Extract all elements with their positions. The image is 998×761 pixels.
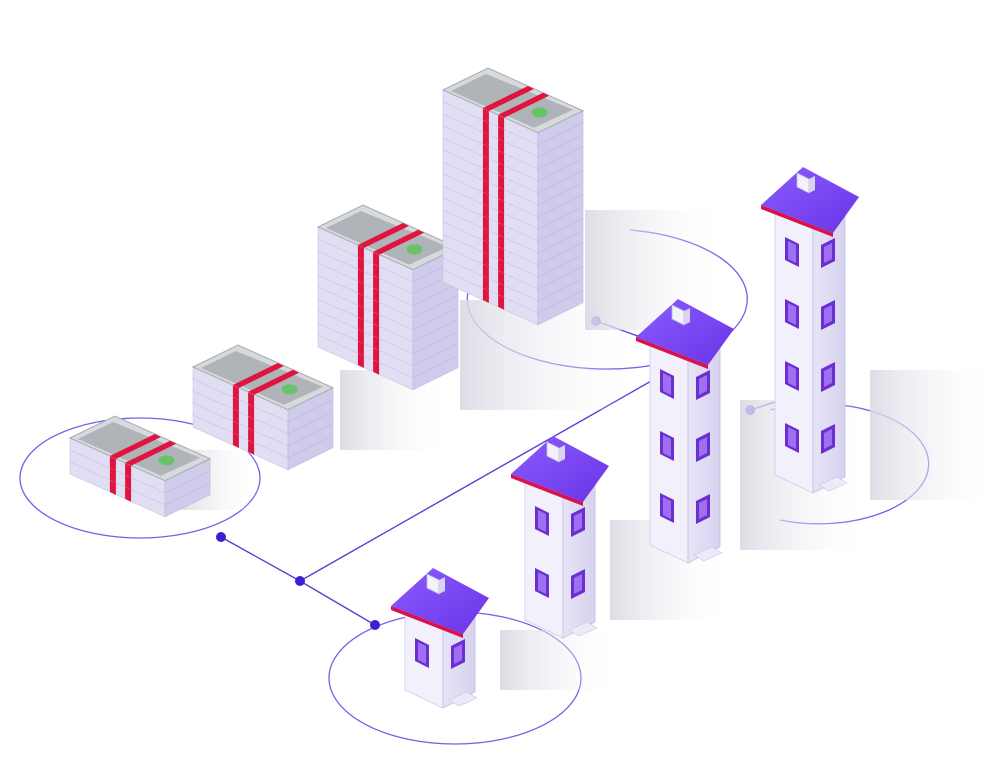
window-icon [696, 432, 710, 462]
window-icon [821, 424, 835, 454]
house-icon [761, 167, 859, 494]
connector-node-icon [370, 620, 380, 630]
house-icon [391, 568, 489, 709]
window-icon [415, 638, 429, 668]
window-icon [571, 569, 585, 599]
window-icon [821, 238, 835, 268]
window-icon [660, 369, 674, 399]
houses [391, 167, 859, 709]
money-stack-icon [316, 204, 460, 391]
window-icon [696, 370, 710, 400]
shadows [180, 210, 998, 690]
window-icon [821, 300, 835, 330]
house-icon [636, 299, 734, 564]
window-icon [821, 362, 835, 392]
window-icon [660, 493, 674, 523]
window-icon [785, 237, 799, 267]
window-icon [535, 506, 549, 536]
window-icon [785, 299, 799, 329]
window-icon [451, 639, 465, 669]
money-stack-icon [191, 344, 335, 471]
window-icon [660, 431, 674, 461]
window-icon [571, 507, 585, 537]
window-icon [785, 361, 799, 391]
window-icon [535, 568, 549, 598]
window-icon [696, 494, 710, 524]
money-stack-icon [441, 67, 585, 326]
house-icon [511, 436, 609, 639]
money-stacks [68, 67, 585, 518]
connector-node-icon [295, 576, 305, 586]
window-icon [785, 423, 799, 453]
connector-node-icon [216, 532, 226, 542]
money-stack-icon [68, 415, 212, 518]
